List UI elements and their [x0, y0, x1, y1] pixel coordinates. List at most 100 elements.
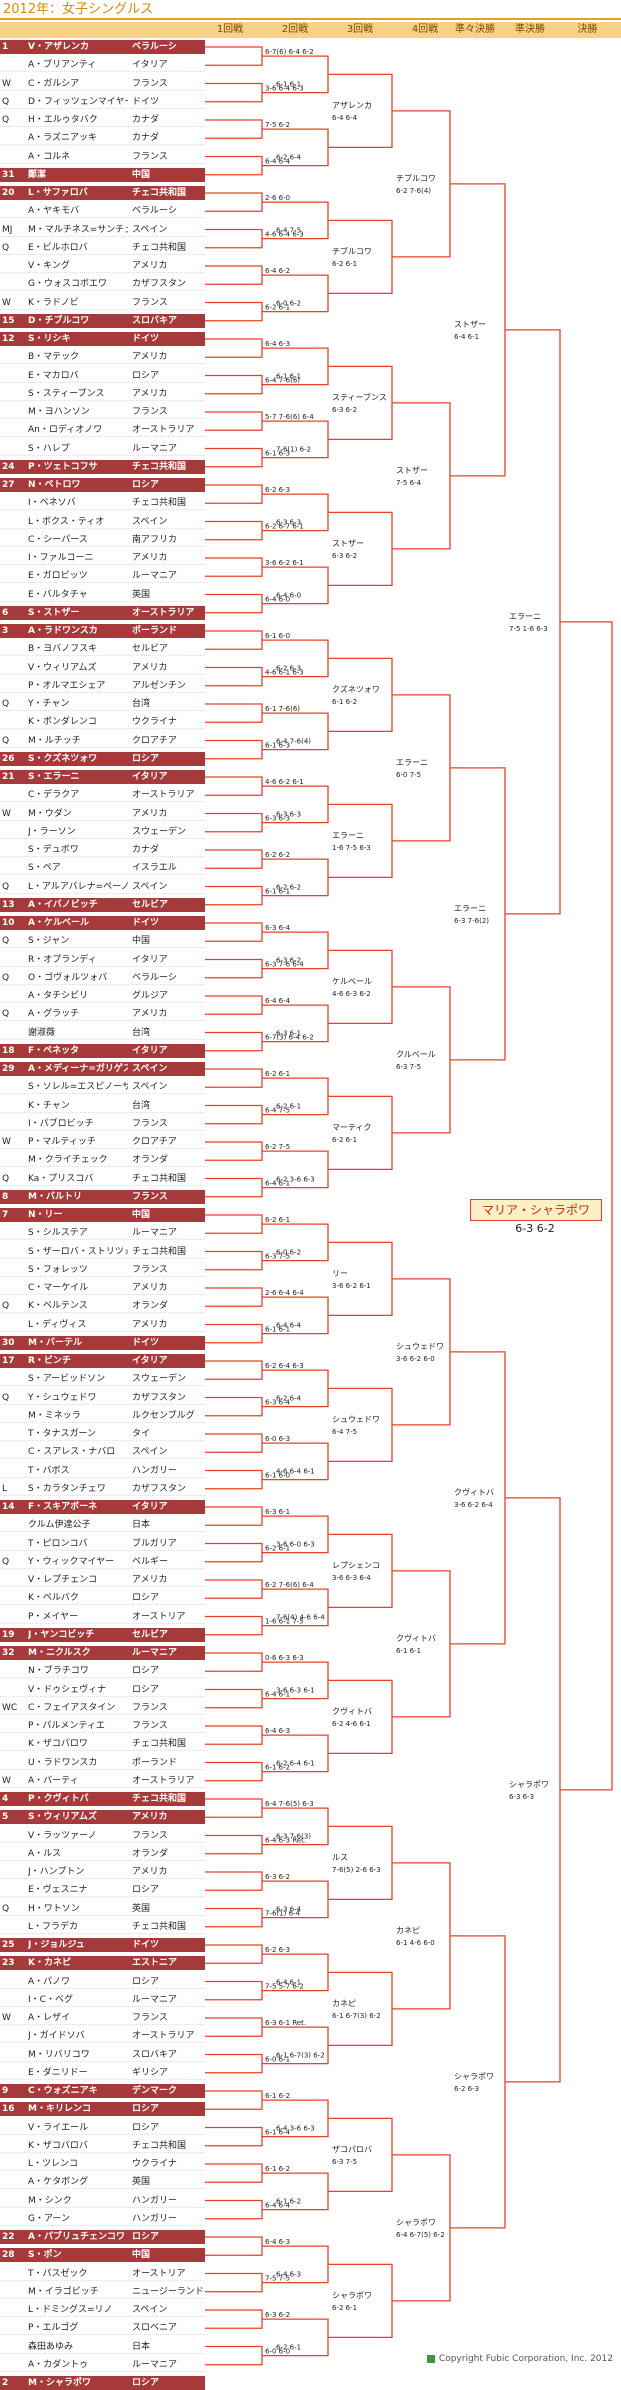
player-row[interactable]: T・ピロンコバブルガリア — [0, 1537, 205, 1551]
player-row[interactable]: V・キングアメリカ — [0, 259, 205, 273]
player-row[interactable]: A・ブリアンティイタリア — [0, 58, 205, 73]
player-row[interactable]: S・ザーロバ・ストリツォバチェコ共和国 — [0, 1245, 205, 1259]
player-row[interactable]: E・ヴェスニナロシア — [0, 1883, 205, 1898]
player-row[interactable]: P・エルゴグスロベニア — [0, 2321, 205, 2336]
player-row[interactable]: A・パノワロシア — [0, 1975, 205, 1989]
player-row[interactable]: U・ラドワンスカポーランド — [0, 1756, 205, 1770]
champion-box[interactable]: マリア・シャラポワ — [470, 1199, 602, 1221]
player-row[interactable]: B・マテックアメリカ — [0, 350, 205, 365]
player-row[interactable]: P・メイヤーオーストリア — [0, 1610, 205, 1624]
player-row[interactable]: M・シンクハンガリー — [0, 2194, 205, 2208]
player-row[interactable]: J・ラーソンスウェーデン — [0, 825, 205, 839]
player-row[interactable]: L・ボクス・ティオスペイン — [0, 515, 205, 529]
player-row[interactable]: S・デュボワカナダ — [0, 843, 205, 857]
player-row[interactable]: B・ヨバノフスキセルビア — [0, 642, 205, 657]
player-row[interactable]: A・カダントゥルーマニア — [0, 2358, 205, 2372]
player-row[interactable]: V・ウィリアムズアメリカ — [0, 661, 205, 675]
player-row[interactable]: V・ラッツァーノフランス — [0, 1829, 205, 1843]
player-row[interactable]: A・ケタボング英国 — [0, 2175, 205, 2190]
player-row[interactable]: K・ペルバクロシア — [0, 1591, 205, 1606]
player-row[interactable]: E・ガロビッツルーマニア — [0, 569, 205, 584]
player-row[interactable]: V・ドゥシェヴィナロシア — [0, 1683, 205, 1697]
player-row[interactable]: L・フラデカチェコ共和国 — [0, 1920, 205, 1934]
player-row[interactable]: N・ブラチコワロシア — [0, 1664, 205, 1679]
player-row[interactable]: M・ミネッラルクセンブルグ — [0, 1409, 205, 1423]
player-row[interactable]: 森田あゆみ日本 — [0, 2340, 205, 2354]
player-row[interactable]: K・ザコパロバチェコ共和国 — [0, 2139, 205, 2153]
player-row[interactable]: A・ヤキモバベラルーシ — [0, 204, 205, 219]
player-row[interactable]: V・レプチェンコアメリカ — [0, 1573, 205, 1587]
player-row[interactable]: L・ツレンコウクライナ — [0, 2157, 205, 2171]
player-row[interactable]: I・ベネソバチェコ共和国 — [0, 496, 205, 511]
player-row[interactable]: L・ドミングス=リノスペイン — [0, 2303, 205, 2317]
player-row[interactable]: G・ウォスコボエワカザフスタン — [0, 277, 205, 292]
player-row[interactable]: MJM・マルチネス=サンチェススペイン — [0, 223, 205, 237]
player-row[interactable]: T・バボスハンガリー — [0, 1464, 205, 1478]
player-row[interactable]: S・スティーブンスアメリカ — [0, 387, 205, 401]
player-row[interactable]: K・ボンダレンコウクライナ — [0, 715, 205, 730]
player-row[interactable]: C・マーケイルアメリカ — [0, 1281, 205, 1295]
player-row[interactable]: T・タナスガーンタイ — [0, 1427, 205, 1441]
player-row[interactable]: E・マカロバロシア — [0, 369, 205, 383]
player-row[interactable]: S・ペアイスラエル — [0, 861, 205, 876]
player-row[interactable]: A・コルネフランス — [0, 150, 205, 164]
player-row[interactable]: A・ルスオランダ — [0, 1847, 205, 1861]
player-row[interactable]: K・ザコパロワチェコ共和国 — [0, 1737, 205, 1752]
player-row[interactable]: M・クライチェックオランダ — [0, 1153, 205, 1168]
player-row[interactable]: L・ディヴィスアメリカ — [0, 1318, 205, 1332]
player-row[interactable]: A・ラズニアッキカナダ — [0, 131, 205, 146]
player-row[interactable]: E・バルタチャ英国 — [0, 588, 205, 602]
player-row[interactable]: A・タチシビリグルジア — [0, 989, 205, 1003]
player-row[interactable]: C・シーパース南アフリカ — [0, 533, 205, 547]
player-row[interactable]: S・シルステアルーマニア — [0, 1226, 205, 1241]
player-row[interactable]: 謝淑薇台湾 — [0, 1026, 205, 1040]
player-row[interactable]: T・パスゼックオーストリア — [0, 2267, 205, 2281]
player-row[interactable]: S・アービッドソンスウェーデン — [0, 1372, 205, 1387]
player-row[interactable]: S・ハレプルーマニア — [0, 442, 205, 456]
player-row[interactable]: P・オルマエシェアアルゼンチン — [0, 679, 205, 693]
player-row[interactable]: I・ファルコーニアメリカ — [0, 551, 205, 565]
player-row[interactable]: An・ロディオノワオーストラリア — [0, 423, 205, 438]
player-row[interactable]: M・ヨハンソンフランス — [0, 405, 205, 419]
